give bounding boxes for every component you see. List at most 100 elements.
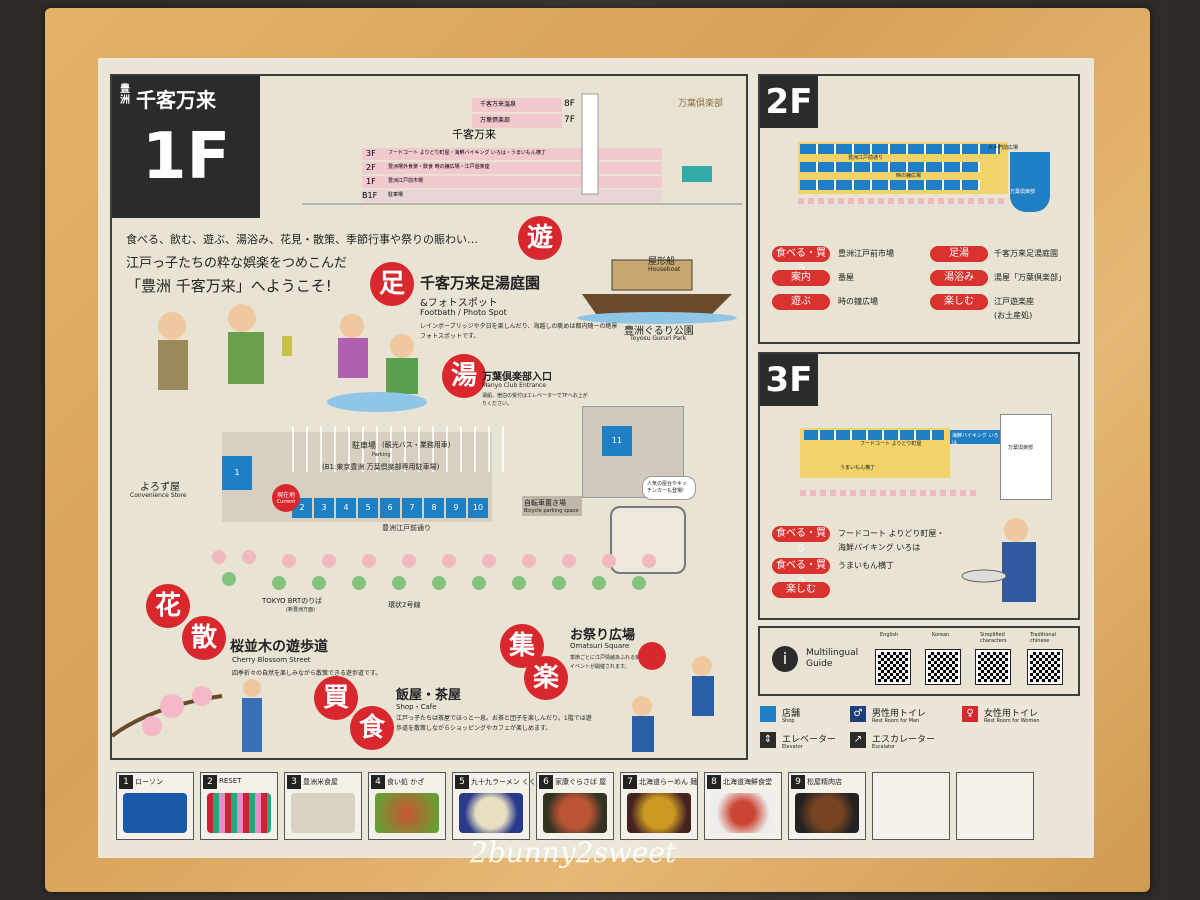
floor3-tag-3: 楽しむ	[772, 582, 830, 598]
waitress-illustration	[961, 518, 1036, 602]
floor2-tag-1: 案内	[772, 270, 830, 286]
parking-b1: (B1:東京豊洲 万葉倶楽部専用駐車場)	[322, 463, 440, 471]
qr-traditional[interactable]	[1027, 649, 1063, 685]
shop-1[interactable]: 1	[222, 456, 252, 490]
floor3-viking	[950, 430, 1000, 444]
shop-8[interactable]: 8	[424, 498, 444, 518]
meshiya-en: Shop・Cafe	[396, 703, 437, 711]
floor2-text-2: 時の鐘広場	[838, 297, 878, 306]
floor2-text-4: 湯屋「万葉倶楽部」	[994, 273, 1066, 282]
omatsuri-en: Omatsuri Square	[570, 642, 630, 650]
guide-title: Multilingual Guide	[806, 648, 859, 669]
section-label-1f: 豊洲江戸前市場	[388, 178, 424, 184]
shop-3[interactable]: 3	[314, 498, 334, 518]
floor2-legend: 食べる・買う 豊洲江戸前市場 案内 番屋 遊ぶ 時の鐘広場 足湯 千客万来足湯庭…	[772, 246, 1072, 336]
shop-5[interactable]: 5	[358, 498, 378, 518]
brt-sub: (新豊洲方面)	[286, 607, 315, 613]
sign-raku: 楽	[524, 656, 568, 700]
floor2-shops-top	[800, 144, 1000, 154]
shop-photo	[459, 793, 523, 833]
shop-6[interactable]: 6	[380, 498, 400, 518]
sakura-title: 桜並木の遊歩道	[230, 639, 328, 655]
sakura-desc: 四季折々の自然を楽しみながら散策できる遊歩道です。	[232, 670, 382, 677]
shop-11[interactable]: 11	[602, 426, 632, 456]
men-restroom-icon: ♂	[850, 706, 866, 722]
legend-women-en: Rest Room for Women	[984, 718, 1040, 724]
yakatabune-label: 屋形船	[648, 257, 676, 267]
floor2-map: 時の鐘広場 豊洲江戸前通り	[788, 136, 1008, 206]
floor2-text-5: 江戸遊楽座	[994, 297, 1034, 306]
floor2-shops-bottom	[800, 180, 980, 190]
lang-traditional: Traditional chinese	[1030, 632, 1057, 644]
floor3-badge: 3F	[760, 354, 818, 406]
floor3-map-label-manyo: 万葉倶楽部	[1008, 445, 1034, 451]
floor3-map-label-foodcourt: フードコート よりどり町屋	[860, 441, 922, 447]
sign-hana: 花	[146, 584, 190, 628]
legend-escalator: エスカレーター	[872, 735, 936, 745]
lawson-logo	[123, 793, 187, 833]
section-label-b1f: 駐車場	[388, 192, 404, 198]
shop-card-empty-1	[872, 772, 950, 840]
manyo-entrance-label: 万葉倶楽部入口	[482, 372, 552, 383]
shop-name: 松屋精肉店	[807, 778, 842, 786]
floor2-text-0: 豊洲江戸前市場	[838, 249, 894, 258]
section-floor-2f: 2F	[366, 163, 376, 172]
legend-men-en: Rest Room for Men	[872, 718, 920, 724]
intro-line-2: 江戸っ子たちの粋な娯楽をつめこんだ	[126, 256, 348, 271]
shop-photo	[627, 793, 691, 833]
parking-sub: (観光バス・業務用車)	[382, 441, 451, 449]
qr-english[interactable]	[875, 649, 911, 685]
bicycle-en: Bicycle parking space	[524, 508, 579, 514]
sign-asobu: 遊	[518, 216, 562, 260]
legend-shop: 店舗	[782, 709, 801, 719]
manyo-entrance-desc: 湯船、宿泊の受付はエレベーターで7Fへお上がりください。	[482, 393, 588, 407]
section-floor-7f: 7F	[564, 115, 575, 125]
shop-7[interactable]: 7	[402, 498, 422, 518]
ashiyu-desc: レインボーブリッジや夕日を楽しんだり、海越しの眺めは都内随一の絶景フォトスポット…	[420, 323, 618, 340]
qr-simplified[interactable]	[975, 649, 1011, 685]
qr-korean[interactable]	[925, 649, 961, 685]
footbath-illustration	[327, 314, 427, 412]
shop-photo	[207, 793, 271, 833]
brand-name: 千客万来	[136, 88, 216, 112]
floor2-lanterns	[798, 198, 1008, 204]
manyo-entrance-en: Manyo Club Entrance	[482, 382, 547, 389]
parking-label: 駐車場	[352, 441, 376, 450]
floor2-map-label-ote: 大手門前広場	[988, 145, 1019, 151]
legend-shop-en: Shop	[782, 718, 795, 724]
bicycle-label: 自転車置き場	[524, 499, 566, 507]
floor-guide-board: 豊洲 千客万来 1F 8F 7F 3F 2F 1F B1F 千客万来温泉 万葉倶…	[98, 58, 1094, 858]
parking-area	[292, 426, 512, 472]
shop-name: 北海道海鮮食堂	[723, 778, 772, 786]
watermark: 2bunny2sweet	[470, 836, 677, 869]
cherry-blossom-illustration	[112, 686, 223, 738]
lang-english: English	[880, 632, 899, 638]
gururi-label: 豊洲ぐるり公園	[624, 326, 694, 337]
site-map: 1 11 2 3 4 5 6 7 8 9 10 現在地 Current 駐車場 …	[222, 406, 722, 576]
shop-photo	[795, 793, 859, 833]
legend-women: 女性用トイレ	[984, 709, 1039, 719]
facility-legend: 店舗 Shop ♂ 男性用トイレ Rest Room for Men ♀ 女性用…	[758, 702, 1076, 756]
shop-9[interactable]: 9	[446, 498, 466, 518]
floor2-map-label-tokinokane: 時の鐘広場	[896, 173, 922, 179]
ashiyu-sub: &フォトスポット	[420, 298, 498, 309]
sign-kau: 買	[314, 676, 358, 720]
shop-10[interactable]: 10	[468, 498, 488, 518]
ashiyu-en: Footbath / Photo Spot	[420, 308, 507, 317]
shop-photo	[291, 793, 355, 833]
intro-line-1: 食べる、飲む、遊ぶ、湯浴み、花見・散策、季節行事や祭りの賑わい…	[126, 233, 478, 246]
shop-4[interactable]: 4	[336, 498, 356, 518]
sign-ashi: 足	[370, 262, 414, 306]
sign-taberu: 食	[350, 706, 394, 750]
floor2-badge: 2F	[760, 76, 818, 128]
lantern-row	[212, 550, 682, 600]
